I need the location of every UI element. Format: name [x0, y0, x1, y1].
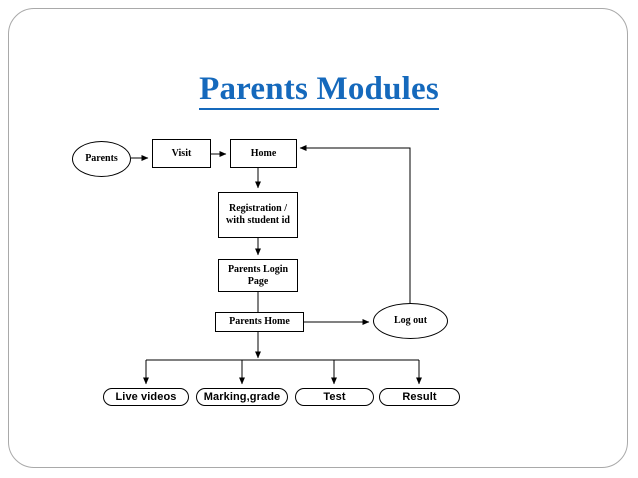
node-parents-label: Parents	[85, 153, 118, 164]
node-logout-label: Log out	[393, 315, 428, 326]
node-logout[interactable]: Log out	[373, 303, 448, 339]
node-marking-grade[interactable]: Marking,grade	[196, 388, 288, 406]
node-visit-label: Visit	[171, 147, 192, 159]
node-registration-line2: with student id	[226, 215, 290, 226]
node-result-label: Result	[402, 390, 437, 403]
node-home[interactable]: Home	[230, 139, 297, 168]
node-registration-label: Registration /with student id	[219, 203, 297, 227]
node-live-videos-label: Live videos	[115, 390, 177, 403]
node-parents-home[interactable]: Parents Home	[215, 312, 304, 332]
page-title-text: Parents Modules	[199, 71, 439, 110]
node-parents[interactable]: Parents	[72, 141, 131, 177]
node-test-label: Test	[323, 390, 346, 403]
edge-logout-home	[299, 145, 411, 303]
node-login-line1: Parents Login	[227, 263, 289, 275]
node-registration-line1: Registration /	[228, 203, 288, 214]
page-title: Parents Modules	[0, 70, 638, 110]
node-live-videos[interactable]: Live videos	[103, 388, 189, 406]
node-home-label: Home	[250, 147, 277, 159]
node-visit[interactable]: Visit	[152, 139, 211, 168]
node-parents-home-label: Parents Home	[229, 316, 290, 327]
node-result[interactable]: Result	[379, 388, 460, 406]
node-test[interactable]: Test	[295, 388, 374, 406]
node-registration[interactable]: Registration /with student id	[218, 192, 298, 238]
node-login-line2: Page	[247, 275, 269, 287]
node-marking-grade-label: Marking,grade	[203, 390, 281, 403]
